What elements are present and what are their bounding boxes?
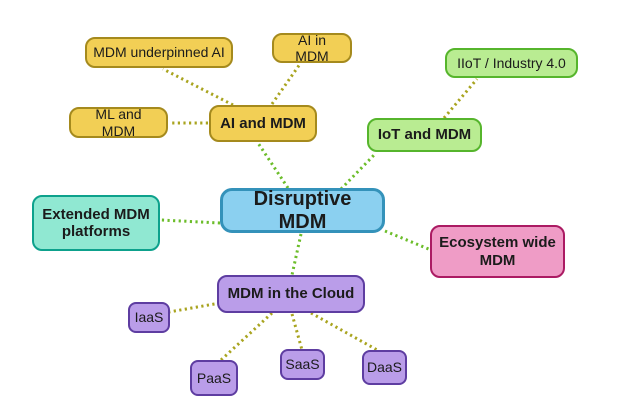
node-ml-and-mdm[interactable]: ML and MDM: [69, 106, 168, 139]
edge-ai-underpinned: [162, 67, 234, 107]
node-saas[interactable]: SaaS: [280, 349, 325, 380]
edge-cloud-iaas: [168, 301, 221, 314]
node-label: Ecosystem wide MDM: [439, 234, 556, 269]
node-label: DaaS: [366, 359, 403, 376]
node-iiot-industry-4-0[interactable]: IIoT / Industry 4.0: [445, 48, 578, 78]
node-label: IIoT / Industry 4.0: [457, 54, 566, 71]
node-label: PaaS: [196, 369, 232, 386]
node-disruptive-mdm-root[interactable]: Disruptive MDM: [220, 188, 385, 233]
node-label: MDM underpinned AI: [93, 44, 225, 61]
node-label: Disruptive MDM: [253, 187, 352, 233]
edge-iot-iiot: [442, 78, 479, 119]
edge-center-ecosystem: [384, 229, 432, 252]
node-label: MDM in the Cloud: [227, 285, 355, 303]
node-ecosystem-wide-mdm[interactable]: Ecosystem wide MDM: [430, 225, 565, 278]
node-iot-and-mdm[interactable]: IoT and MDM: [367, 118, 482, 152]
node-label: Extended MDM platforms: [42, 205, 150, 240]
edge-center-extended: [160, 218, 221, 225]
edge-cloud-saas: [290, 313, 304, 351]
edge-center-ai: [256, 142, 290, 189]
node-daas[interactable]: DaaS: [362, 350, 407, 385]
node-label: ML and MDM: [95, 106, 142, 139]
node-extended-mdm-platforms[interactable]: Extended MDM platforms: [32, 195, 160, 251]
node-iaas[interactable]: IaaS: [128, 302, 170, 333]
node-label: IoT and MDM: [377, 126, 472, 144]
node-paas[interactable]: PaaS: [190, 360, 238, 396]
edge-ai-aiin: [270, 63, 302, 105]
node-mdm-underpinned-ai[interactable]: MDM underpinned AI: [85, 37, 233, 68]
node-label: SaaS: [285, 356, 320, 373]
edge-center-cloud: [290, 233, 303, 276]
node-ai-in-mdm[interactable]: AI in MDM: [272, 31, 352, 64]
edge-center-iot: [339, 151, 378, 191]
node-label: AI and MDM: [220, 114, 306, 132]
node-ai-and-mdm[interactable]: AI and MDM: [209, 105, 317, 142]
edge-cloud-daas: [310, 311, 380, 353]
node-mdm-in-the-cloud[interactable]: MDM in the Cloud: [217, 275, 365, 313]
edge-cloud-paas: [219, 311, 274, 362]
node-label: AI in MDM: [295, 31, 329, 64]
node-label: IaaS: [134, 309, 164, 326]
